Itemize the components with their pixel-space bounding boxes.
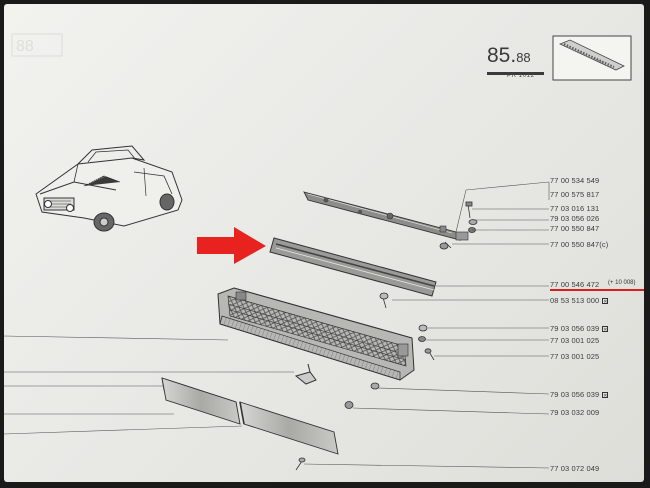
part-number: 08 53 513 000✕ — [550, 296, 609, 306]
x-box-icon: ✕ — [602, 392, 609, 400]
header-rule — [487, 72, 544, 75]
part-number: 79 03 056 039✕ — [550, 324, 609, 334]
lower-trim-plates — [161, 377, 339, 455]
part-number-text: 08 53 513 000 — [550, 296, 600, 305]
leader-lines — [4, 181, 550, 469]
parts-diagram-page: 88 — [4, 4, 644, 482]
ghost-print: 88 — [11, 33, 63, 57]
thumbnail-icon — [552, 35, 632, 81]
serial-annotation: (+ 10 008) — [608, 280, 636, 286]
part-number: 77 00 550 847(c) — [550, 240, 609, 249]
screw-upper — [379, 292, 389, 309]
x-box-icon: ✕ — [602, 298, 609, 306]
x-box-icon: ✕ — [602, 326, 609, 334]
page-number-main: 85. — [487, 44, 517, 67]
part-number: 77 00 534 549 — [550, 176, 600, 185]
part-number: 77 03 072 049 — [550, 464, 600, 473]
part-number-highlighted: 77 00 546 472 — [550, 280, 600, 289]
page-number-suffix: 88 — [516, 50, 531, 65]
page-reference: PR 1012 — [507, 73, 535, 79]
hardware-cluster-middle — [344, 324, 435, 409]
screw-lower — [295, 457, 306, 471]
part-number: 77 03 001 025 — [550, 352, 600, 361]
svg-text:88: 88 — [16, 38, 34, 55]
car-illustration — [35, 145, 183, 232]
part-number: 77 03 001 025 — [550, 336, 600, 345]
part-number-text: 79 03 056 039 — [550, 324, 600, 333]
page-number: 85.88 — [487, 44, 531, 68]
part-number: 77 00 550 847 — [550, 224, 600, 233]
part-number: 77 00 575 817 — [550, 190, 600, 199]
upper-trim-strip — [303, 191, 469, 241]
part-number: 77 03 016 131 — [550, 204, 600, 213]
highlight-arrow — [197, 227, 266, 264]
parts-diagram: 88 — [4, 33, 644, 471]
part-number: 79 03 056 039✕ — [550, 390, 609, 400]
spring-clip — [294, 363, 317, 385]
air-intake-grille — [217, 287, 415, 381]
part-number: 79 03 032 009 — [550, 408, 600, 417]
highlight-underline — [550, 289, 644, 291]
hardware-cluster-top — [439, 201, 478, 250]
part-number: 79 03 056 026 — [550, 214, 600, 223]
part-number-text: 79 03 056 039 — [550, 390, 600, 399]
grille-trim-strip-highlighted — [269, 237, 437, 297]
